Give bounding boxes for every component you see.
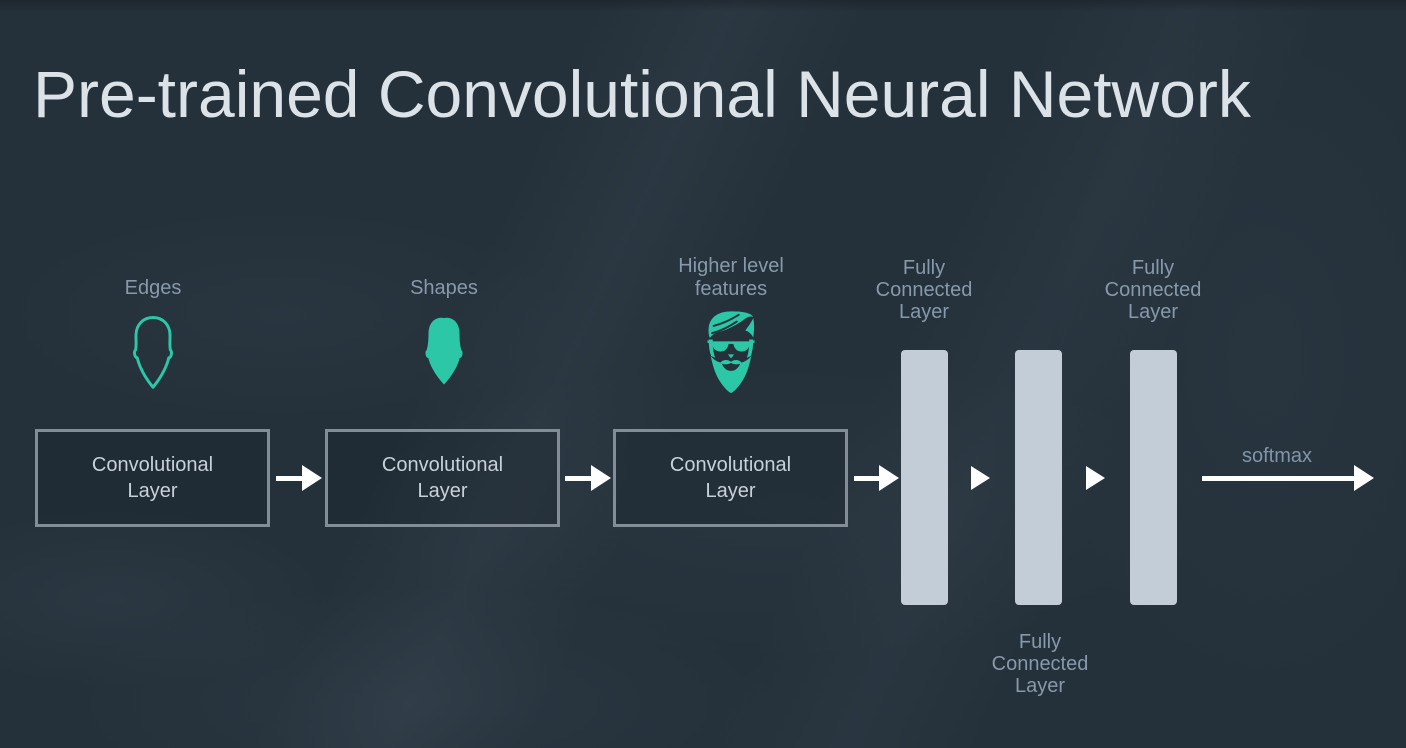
face-detailed-icon — [707, 311, 755, 394]
arrow-icon — [276, 465, 322, 491]
arrow-shaft — [854, 475, 879, 481]
fc-layer-label: Fully Connected Layer — [991, 631, 1089, 697]
arrow-head-icon — [1086, 466, 1105, 490]
conv-layer-box-1: Convolutional Layer — [35, 429, 270, 527]
face-outline-icon — [133, 316, 173, 389]
arrow-icon — [854, 465, 899, 491]
face-filled-icon — [425, 317, 463, 385]
softmax-arrow-icon — [1202, 465, 1374, 491]
conv-layer-label: Convolutional Layer — [381, 454, 504, 502]
fc-layer-label: Fully Connected Layer — [1104, 257, 1202, 323]
conv-layer-box-3: Convolutional Layer — [613, 429, 848, 527]
arrow-head — [879, 465, 899, 491]
feature-label-edges: Edges — [124, 277, 182, 299]
arrow-icon — [565, 465, 611, 491]
conv-layer-label: Convolutional Layer — [669, 454, 792, 502]
arrow-head — [1354, 465, 1374, 491]
arrow-shaft — [276, 475, 302, 481]
fc-layer-label: Fully Connected Layer — [875, 257, 973, 323]
arrow-shaft — [565, 475, 591, 481]
feature-label-shapes: Shapes — [410, 277, 478, 299]
arrow-head — [302, 465, 322, 491]
arrow-head — [591, 465, 611, 491]
softmax-label: softmax — [1241, 445, 1313, 467]
conv-layer-box-2: Convolutional Layer — [325, 429, 560, 527]
fc-layer-bar-2 — [1015, 350, 1062, 605]
conv-layer-label: Convolutional Layer — [91, 454, 214, 502]
page-title: Pre-trained Convolutional Neural Network — [33, 57, 1251, 131]
feature-label-higher-level: Higher level features — [678, 255, 784, 300]
fc-layer-bar-1 — [901, 350, 948, 605]
fc-layer-bar-3 — [1130, 350, 1177, 605]
arrow-shaft — [1202, 475, 1354, 481]
arrow-head-icon — [971, 466, 990, 490]
